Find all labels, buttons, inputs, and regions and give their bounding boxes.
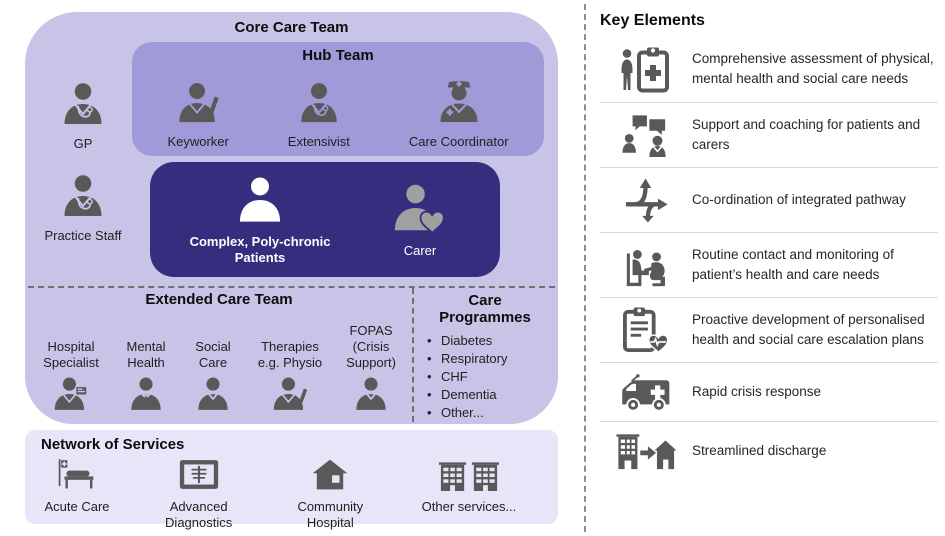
hub-team-panel: Hub Team Keyworker [132,42,544,156]
care-programmes-title: Care Programmes [439,292,531,327]
key-element-text: Rapid crisis response [692,383,822,399]
key-element-row: Comprehensive assessment of physical, me… [600,36,938,103]
other-services-item: Other services... [406,458,532,522]
assessment-clipboard-icon [600,45,692,93]
patient-icon [234,174,286,231]
care-coordinator-member: Care Coordinator [409,78,509,150]
core-care-team-title: Core Care Team [234,19,349,36]
extended-care-team-members: Hospital Specialist Mental Health [29,310,409,418]
practice-staff-icon [59,172,107,225]
patient-label: Complex, Poly-chronic Patients [189,233,331,265]
fopas-member: FOPAS (Crisis Support) [339,310,403,418]
extensivist-icon [296,80,342,131]
care-programmes-divider [412,288,414,422]
other-services-label: Other services... [421,499,517,514]
fopas-crisis-icon [352,375,390,418]
community-hospital-item: Community Hospital [274,458,386,530]
network-of-services-items: Acute Care Advanced Diagnostics [31,458,532,530]
mental-health-icon [127,375,165,418]
hospital-specialist-icon [52,375,90,418]
key-element-text: Proactive development of personalised he… [692,311,925,347]
care-programmes-list: Diabetes Respiratory CHF Dementia Other.… [415,332,555,422]
extended-care-team-title: Extended Care Team [145,291,293,308]
key-element-row: Support and coaching for patients and ca… [600,103,938,168]
key-elements-panel: Key Elements Comprehensive assessment of… [600,10,938,480]
programme-item: Respiratory [427,350,555,368]
carer-label: Carer [403,242,437,258]
key-element-text: Comprehensive assessment of physical, me… [692,50,934,86]
gp-doctor-icon [59,80,107,133]
escalation-plan-icon [600,307,692,353]
programme-item: Other... [427,404,555,422]
key-element-row: Rapid crisis response [600,363,938,422]
gp-label: GP [73,136,93,151]
advanced-diagnostics-label: Advanced Diagnostics [165,499,233,530]
patients-panel: Complex, Poly-chronic Patients Carer [150,162,500,277]
care-coordinator-label: Care Coordinator [408,134,509,150]
mental-health-label: Mental Health [126,339,166,371]
acute-care-label: Acute Care [44,499,110,514]
programme-item: CHF [427,368,555,386]
social-care-label: Social Care [195,339,231,371]
hospital-bed-icon [52,458,102,496]
ambulance-icon [600,372,692,412]
routine-monitoring-icon [600,242,692,288]
discharge-icon [600,431,692,471]
carer-member: Carer [370,181,470,259]
community-hospital-icon [310,458,350,496]
hub-team-title: Hub Team [302,47,374,64]
key-elements-title: Key Elements [600,12,705,29]
community-hospital-label: Community Hospital [297,499,364,530]
programme-item: Dementia [427,386,555,404]
coordination-arrows-icon [600,177,692,223]
carer-heart-icon [391,181,449,240]
acute-care-item: Acute Care [31,458,123,522]
key-element-row: Proactive development of personalised he… [600,298,938,363]
gp-member: GP [37,80,129,152]
care-programmes-panel: Care Programmes Diabetes Respiratory CHF… [415,292,555,422]
extended-care-team-panel: Extended Care Team Hospital Specialist [29,291,409,418]
patient-member: Complex, Poly-chronic Patients [180,174,340,266]
therapies-physio-icon [271,375,309,418]
therapies-member: Therapies e.g. Physio [249,310,331,418]
keyworker-label: Keyworker [167,134,229,150]
hospital-specialist-label: Hospital Specialist [43,339,99,371]
page-divider [584,4,586,532]
mental-health-member: Mental Health [115,310,177,418]
therapies-label: Therapies e.g. Physio [257,339,323,371]
hub-team-members: Keyworker Extensivist [138,68,538,150]
buildings-icon [438,458,500,496]
core-care-team-panel: Core Care Team GP [25,12,558,424]
xray-diagnostics-icon [177,458,221,496]
key-element-row: Streamlined discharge [600,422,938,480]
key-element-text: Support and coaching for patients and ca… [692,116,921,152]
network-of-services-panel: Network of Services Acute Care [25,430,558,530]
key-element-row: Routine contact and monitoring of patien… [600,233,938,298]
care-coordinator-icon [435,78,483,131]
key-element-text: Routine contact and monitoring of patien… [692,246,894,282]
keyworker-icon [175,80,221,131]
programme-item: Diabetes [427,332,555,350]
practice-staff-label: Practice Staff [44,228,122,243]
key-element-row: Co-ordination of integrated pathway [600,168,938,233]
key-element-text: Co-ordination of integrated pathway [692,191,906,207]
advanced-diagnostics-item: Advanced Diagnostics [143,458,255,530]
support-coaching-icon [600,112,692,158]
key-element-text: Streamlined discharge [692,442,827,458]
network-of-services-title: Network of Services [41,436,185,453]
extensivist-label: Extensivist [287,134,350,150]
extensivist-member: Extensivist [288,80,350,150]
social-care-member: Social Care [185,310,241,418]
hospital-specialist-member: Hospital Specialist [35,310,107,418]
fopas-label: FOPAS (Crisis Support) [346,323,396,371]
keyworker-member: Keyworker [167,80,229,150]
social-care-icon [194,375,232,418]
practice-staff-member: Practice Staff [37,172,129,244]
extended-team-divider [28,286,555,288]
